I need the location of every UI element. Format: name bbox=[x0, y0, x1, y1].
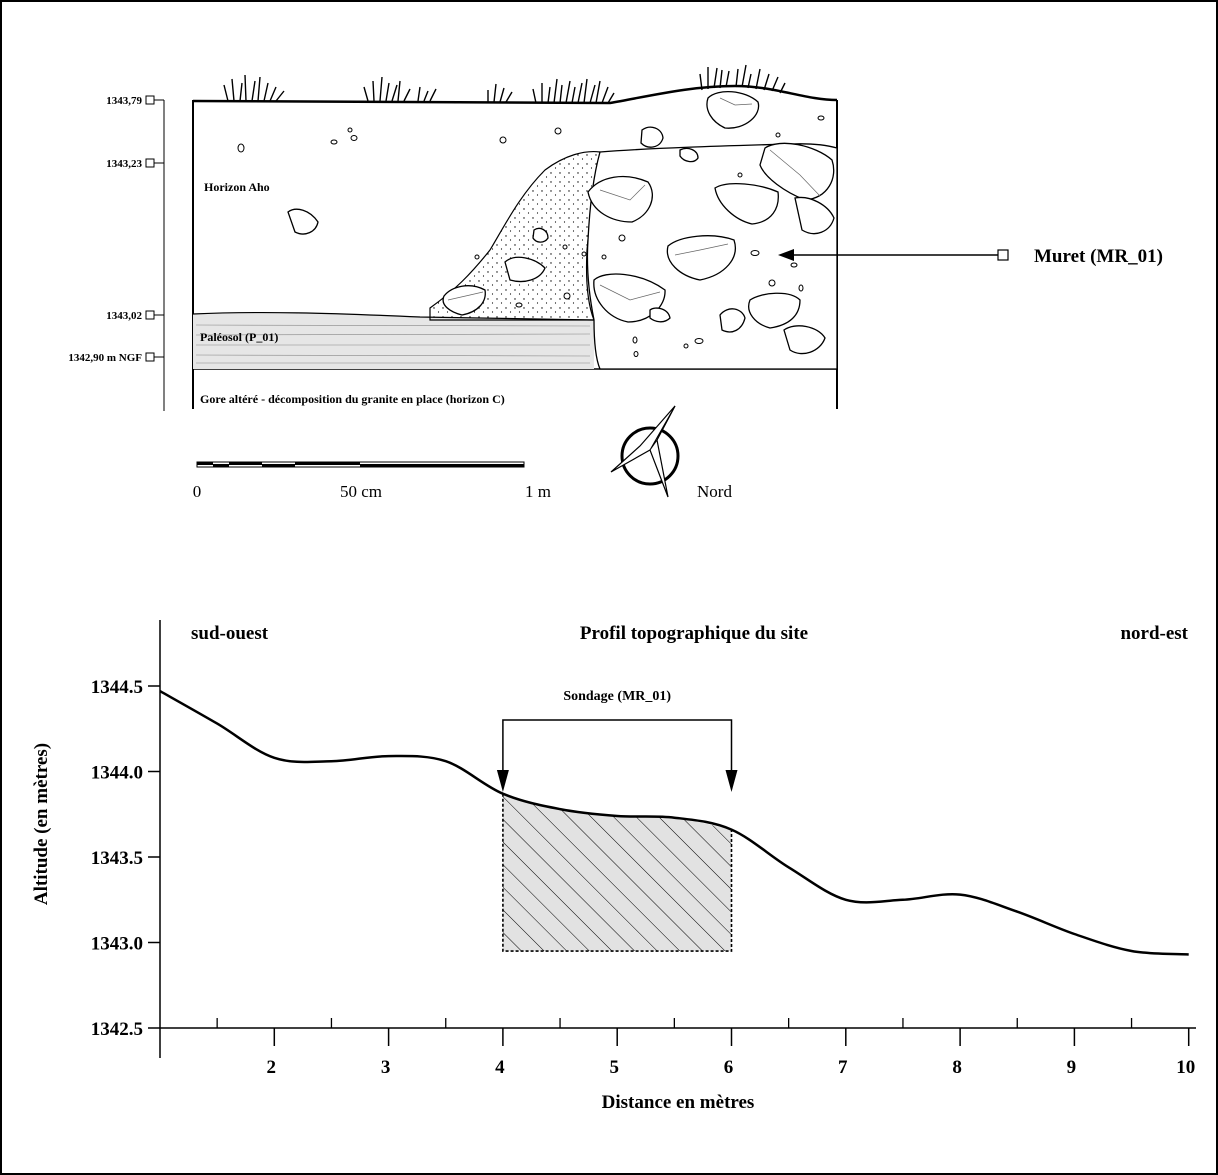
sondage-label: Sondage (MR_01) bbox=[563, 689, 671, 704]
sondage-bracket bbox=[496, 719, 738, 792]
muret-label: Muret (MR_01) bbox=[1034, 246, 1163, 267]
elevation-label: 1342,90 m NGF bbox=[68, 352, 142, 364]
scale-label-1m: 1 m bbox=[525, 482, 551, 501]
pebbles bbox=[237, 115, 825, 357]
x-tick-label: 4 bbox=[495, 1057, 505, 1078]
scale-label-50cm: 50 cm bbox=[340, 482, 382, 501]
muret-marker bbox=[997, 249, 1009, 261]
y-axis-label: Altitude (en mètres) bbox=[31, 743, 52, 905]
scale-bar bbox=[196, 461, 525, 468]
profile-right-label: nord-est bbox=[1120, 623, 1188, 644]
x-tick-label: 7 bbox=[838, 1057, 848, 1078]
paleosol-layer bbox=[193, 312, 594, 369]
stones bbox=[287, 91, 835, 355]
paleosol-label: Paléosol (P_01) bbox=[200, 330, 278, 344]
elevation-label: 1343,02 bbox=[106, 310, 142, 322]
y-tick-label: 1343.5 bbox=[91, 848, 143, 869]
x-tick-label: 9 bbox=[1067, 1057, 1077, 1078]
x-axis-label: Distance en mètres bbox=[602, 1092, 755, 1113]
y-tick-label: 1342.5 bbox=[91, 1019, 143, 1040]
x-tick-label: 5 bbox=[609, 1057, 619, 1078]
grass-tufts bbox=[223, 64, 786, 104]
gore-label: Gore altéré - décomposition du granite e… bbox=[200, 392, 505, 406]
y-tick-label: 1344.0 bbox=[91, 763, 143, 784]
elevation-label: 1343,23 bbox=[106, 158, 142, 170]
x-tick-label: 3 bbox=[381, 1057, 391, 1078]
elevation-label: 1343,79 bbox=[106, 95, 142, 107]
muret-pointer-arrowhead bbox=[778, 249, 794, 261]
y-tick-label: 1344.5 bbox=[91, 677, 143, 698]
bracket-line bbox=[502, 719, 733, 788]
scale-label-0: 0 bbox=[193, 482, 202, 501]
horizon-aho-label: Horizon Aho bbox=[204, 180, 270, 194]
sondage-hatch bbox=[502, 793, 732, 951]
north-arrow-icon bbox=[610, 405, 680, 498]
bracket-arrow-left bbox=[496, 770, 509, 792]
profile-left-label: sud-ouest bbox=[191, 623, 269, 644]
ground-surface bbox=[192, 84, 838, 105]
chart-title: Profil topographique du site bbox=[580, 623, 808, 644]
x-tick-label: 6 bbox=[724, 1057, 734, 1078]
y-ticks: 1344.5 1344.0 1343.5 1343.0 1342.5 bbox=[91, 677, 160, 1040]
profile-line bbox=[159, 690, 1189, 956]
elevation-markers bbox=[145, 95, 164, 362]
sondage-outline bbox=[502, 793, 733, 952]
x-tick-label: 10 bbox=[1176, 1057, 1195, 1078]
stratigraphic-section: 1343,79 1343,23 1343,02 1342,90 m NGF bbox=[68, 64, 1163, 501]
x-tick-label: 2 bbox=[267, 1057, 277, 1078]
y-tick-label: 1343.0 bbox=[91, 934, 143, 955]
x-ticks: 2 3 4 5 6 7 8 9 10 bbox=[216, 1018, 1195, 1078]
topographic-profile-chart: sud-ouest Profil topographique du site n… bbox=[31, 620, 1196, 1113]
paleosol-lines bbox=[195, 324, 591, 364]
north-label: Nord bbox=[697, 482, 732, 501]
x-tick-label: 8 bbox=[952, 1057, 962, 1078]
rubble-fill bbox=[429, 150, 601, 321]
bracket-arrow-right bbox=[725, 770, 738, 792]
